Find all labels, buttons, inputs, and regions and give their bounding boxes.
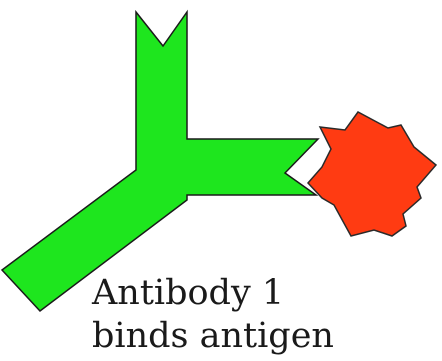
antibody-icon xyxy=(2,12,318,311)
caption: Antibody 1 binds antigen xyxy=(92,272,422,358)
caption-line-2: binds antigen xyxy=(92,315,422,358)
caption-line-1: Antibody 1 xyxy=(92,272,422,315)
antigen-icon xyxy=(308,112,436,236)
